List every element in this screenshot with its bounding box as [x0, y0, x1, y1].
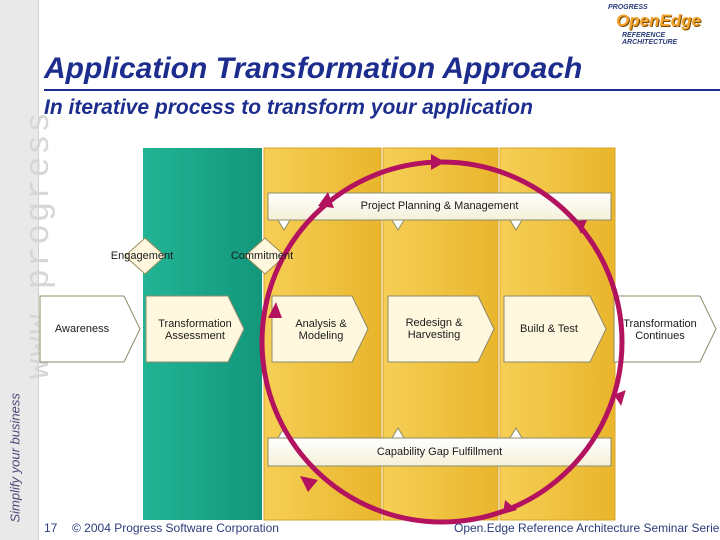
cycle-arrow-icon: [300, 476, 318, 492]
commitment-diamond: [244, 237, 286, 275]
cycle-arrow-icon: [268, 302, 282, 318]
build-label: Build & Test: [520, 323, 578, 335]
assessment-chevron: [145, 295, 245, 363]
copyright-text: © 2004 Progress Software Corporation: [72, 521, 279, 535]
engagement-label: Engagement: [110, 250, 174, 262]
page-subtitle: In iterative process to transform your a…: [44, 96, 533, 119]
bar-notch: [391, 219, 405, 231]
logo-openedge-text: OpenEdge: [616, 11, 702, 30]
continues-chevron: [613, 295, 717, 363]
bar-notch: [509, 219, 523, 231]
assessment-label: Transformation Assessment: [158, 318, 232, 342]
cycle-arrow-icon: [431, 154, 445, 170]
cycle-arrow-icon: [613, 390, 626, 406]
analysis-chevron: [271, 295, 369, 363]
project-planning-label: Project Planning & Management: [360, 200, 519, 212]
openedge-logo: PROGRESS OpenEdge REFERENCE ARCHITECTURE: [606, 4, 716, 46]
seminar-series-text: Open.Edge Reference Architecture Seminar…: [454, 521, 720, 535]
bar-notch: [509, 427, 523, 439]
analysis-label: Analysis & Modeling: [295, 318, 347, 342]
build-chevron: [503, 295, 607, 363]
continues-label: Transformation Continues: [623, 318, 697, 342]
awareness-chevron: [39, 295, 141, 363]
redesign-label: Redesign & Harvesting: [405, 317, 463, 341]
capability-gap-label: Capability Gap Fulfillment: [376, 446, 503, 458]
bar-notch: [277, 219, 291, 231]
sidebar: www.progress Simplify your business: [0, 0, 59, 540]
logo-reference-text: REFERENCE ARCHITECTURE: [622, 32, 678, 46]
cycle-arrow-icon: [503, 500, 517, 514]
title-divider: [44, 89, 720, 91]
bar-notch: [391, 427, 405, 439]
cycle-arrow-icon: [575, 220, 587, 234]
page-title: Application Transformation Approach: [44, 52, 583, 85]
page-number: 17: [44, 521, 58, 535]
redesign-chevron: [387, 295, 495, 363]
cycle-arrow-icon: [318, 192, 334, 208]
engagement-diamond: [124, 237, 166, 275]
capability-gap-bar: [267, 437, 612, 467]
awareness-label: Awareness: [54, 323, 110, 335]
logo-progress-text: PROGRESS: [608, 4, 648, 11]
commitment-label: Commitment: [230, 250, 294, 262]
